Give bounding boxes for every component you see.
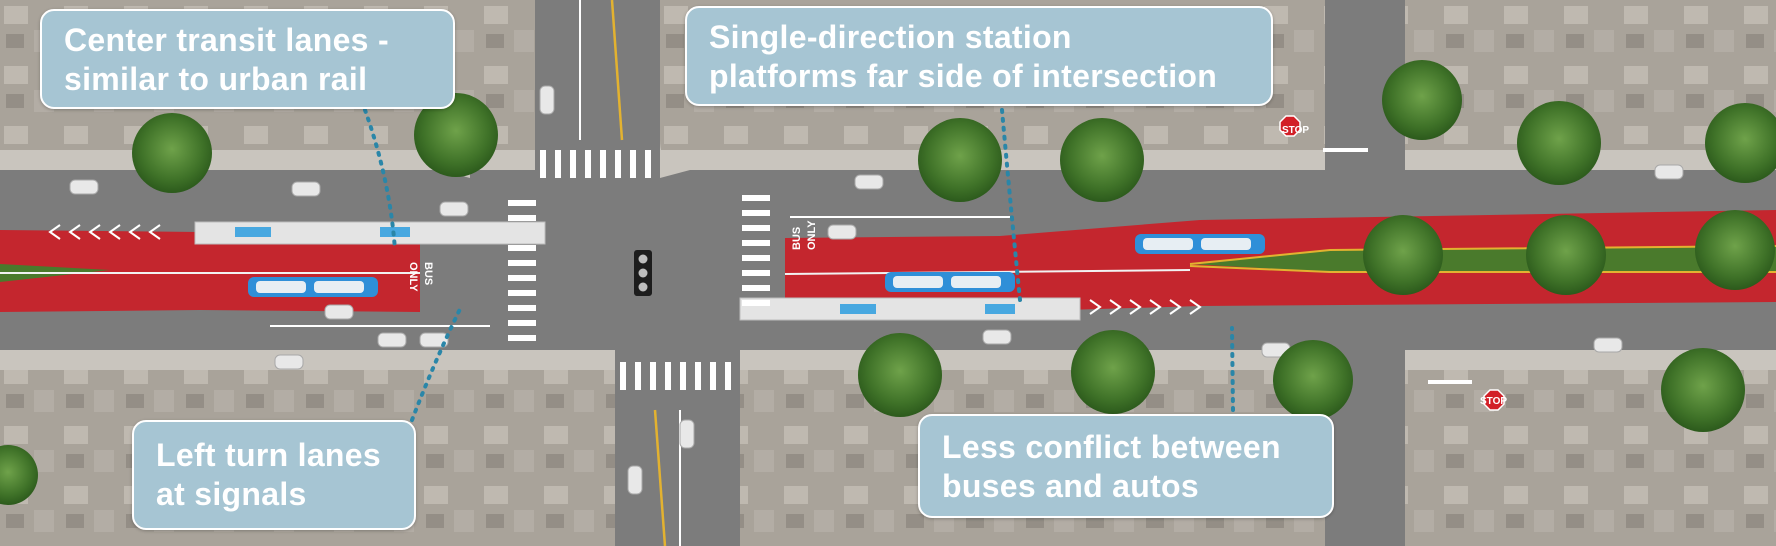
chevrons-east [1089, 299, 1202, 315]
lane-lines [270, 0, 1010, 546]
callout-station-line2: platforms far side of intersection [709, 58, 1218, 94]
median-east-edge [1189, 245, 1776, 265]
callout-left-turn-lanes: Left turn lanes at signals [132, 420, 416, 530]
platform-shelter-east [840, 304, 876, 314]
callout-single-direction-station: Single-direction station platforms far s… [685, 6, 1273, 106]
yellow-centerline-north [610, 0, 624, 141]
median-east-edge-2 [1189, 265, 1776, 273]
yellow-centerline-south [653, 409, 667, 546]
bus-eastbound [885, 272, 1015, 292]
callout-station-line1: Single-direction station [709, 19, 1072, 55]
svg-text:BUS: BUS [422, 262, 434, 285]
svg-text:STOP: STOP [1282, 125, 1309, 136]
trees [0, 60, 1776, 505]
callout-less-conflict: Less conflict between buses and autos [918, 414, 1334, 518]
svg-text:BUS: BUS [791, 227, 803, 250]
leader-center-transit [363, 108, 397, 252]
bus-eastbound-far [1135, 234, 1265, 254]
bus-only-marking-east: BUS ONLY [791, 220, 818, 250]
svg-text:ONLY: ONLY [407, 262, 419, 292]
crosswalk-south [620, 362, 731, 390]
callout-less-conflict-line1: Less conflict between [942, 429, 1281, 465]
station-platform-east [739, 297, 1081, 321]
leader-station-platforms [1000, 108, 1022, 302]
platform-shelter-east-2 [985, 304, 1015, 314]
crosswalk-west [508, 200, 536, 341]
stop-sign-south-icon: STOP [1480, 389, 1507, 411]
crosswalk-east [742, 195, 770, 306]
stop-sign-north-icon: STOP [1279, 115, 1309, 137]
callout-center-transit-lanes: Center transit lanes - similar to urban … [40, 9, 455, 109]
svg-text:STOP: STOP [1480, 396, 1507, 407]
chevrons-west [48, 224, 161, 240]
callout-left-turn-line1: Left turn lanes [156, 437, 381, 473]
curb-ne [660, 140, 690, 178]
bus-only-marking-west: BUS ONLY [407, 262, 434, 292]
bus-westbound [248, 277, 378, 297]
leader-left-turn [410, 303, 464, 422]
crosswalk-north [540, 150, 651, 178]
cars [69, 85, 1684, 495]
callout-less-conflict-line2: buses and autos [942, 468, 1199, 504]
platform-shelter-west [235, 227, 271, 237]
leader-lines [363, 108, 1235, 422]
median-east [1190, 246, 1776, 272]
svg-text:ONLY: ONLY [806, 220, 818, 250]
cross-street-main [470, 0, 740, 546]
callout-center-transit-line2: similar to urban rail [64, 61, 368, 97]
station-platform-west [194, 221, 546, 245]
traffic-signal-icon [634, 250, 652, 296]
callout-center-transit-line1: Center transit lanes - [64, 22, 389, 58]
callout-left-turn-line2: at signals [156, 476, 307, 512]
